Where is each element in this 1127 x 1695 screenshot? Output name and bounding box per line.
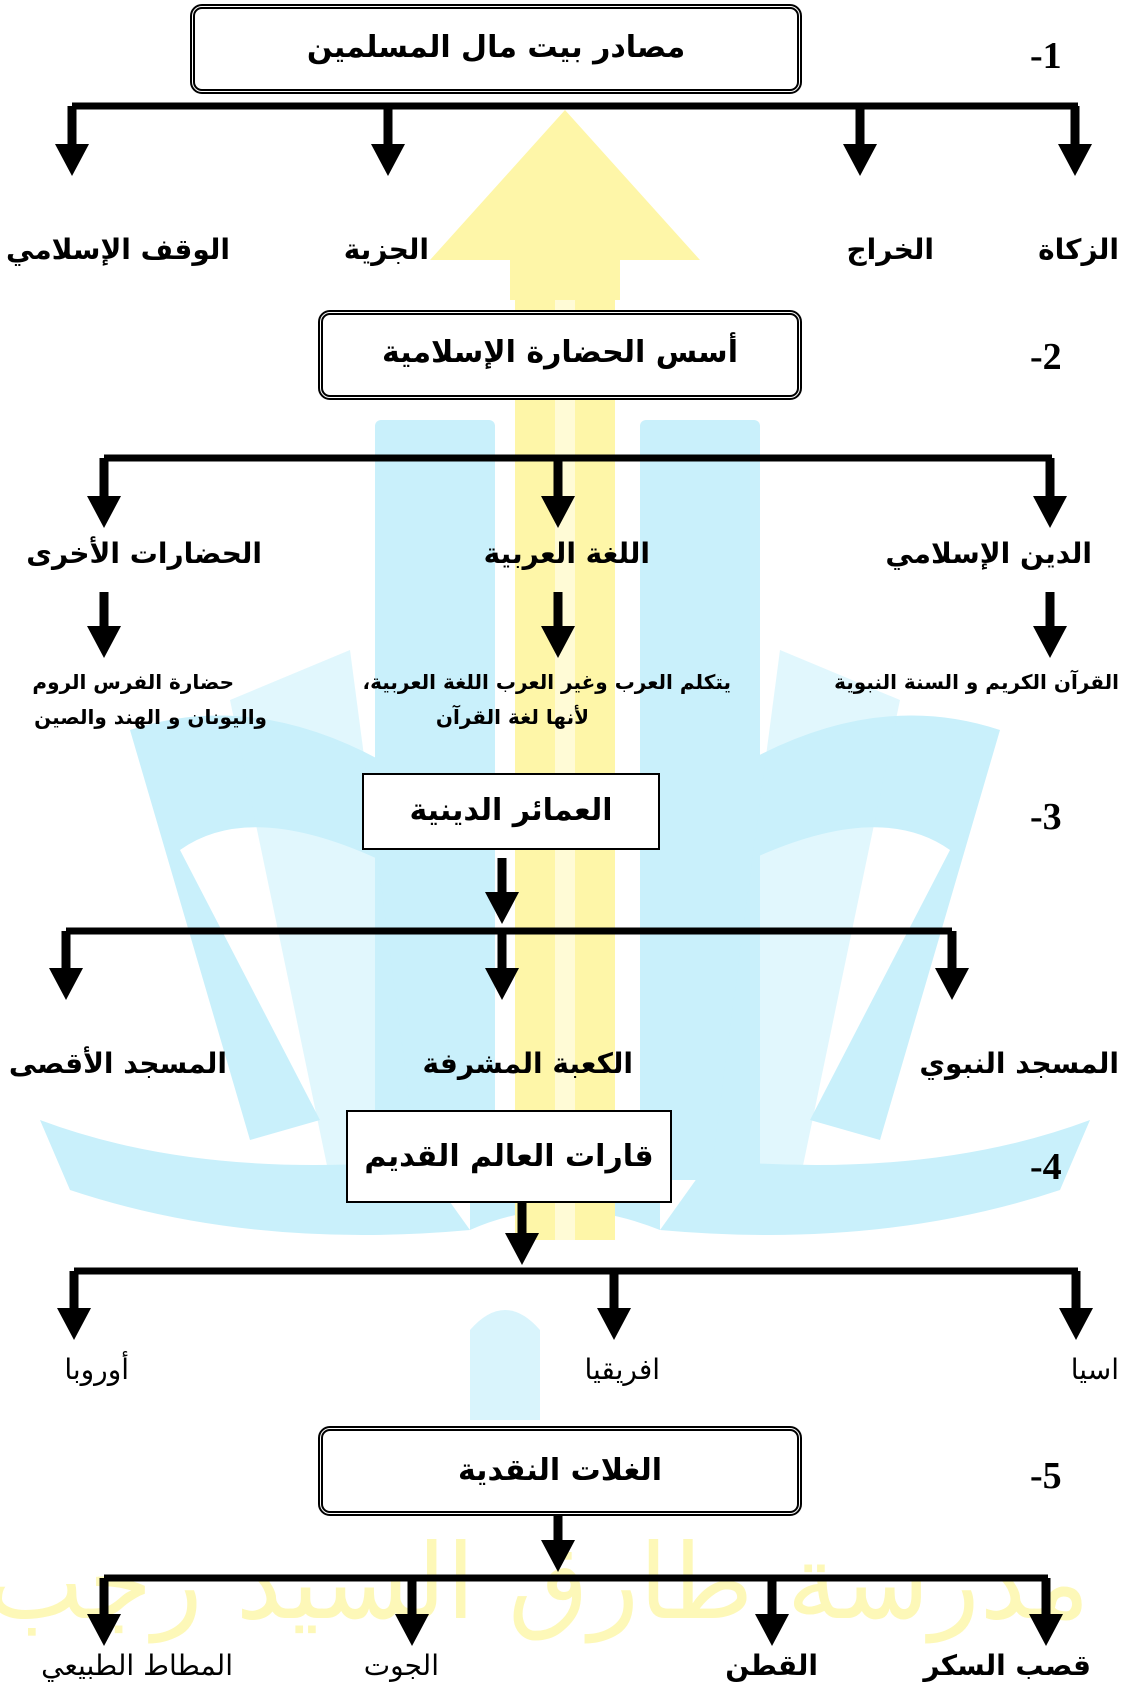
section-3-arrow-aqsa-head: [49, 968, 83, 1000]
section-2-number: -2: [1030, 336, 1062, 378]
section-2-arrow-arabic-detail-head: [541, 626, 575, 658]
section-4-arrow-title-head: [505, 1233, 539, 1265]
section-3-arrow-kaaba-head: [485, 968, 519, 1000]
section-1-item-waqf: الوقف الإسلامي: [6, 233, 230, 266]
section-5-title: الغلات النقدية: [457, 1453, 663, 1488]
section-5-arrow-jute-head: [395, 1614, 429, 1646]
section-4-item-asia: اسيا: [1070, 1353, 1119, 1386]
section-4-number: -4: [1030, 1146, 1062, 1188]
section-4-title-box: [346, 1110, 672, 1203]
section-1-arrow-jizya-head: [371, 144, 405, 176]
section-2-item-arabic: اللغة العربية: [483, 537, 650, 570]
section-5-arrow-sugarcane-head: [1029, 1614, 1063, 1646]
section-1-arrow-waqf-head: [55, 144, 89, 176]
section-5-title-box: [318, 1426, 802, 1516]
section-2-arrow-arabic-head: [541, 496, 575, 528]
section-4-arrow-asia-head: [1059, 1308, 1093, 1340]
section-4-title: قارات العالم القديم: [364, 1139, 654, 1174]
section-3-item-aqsa: المسجد الأقصى: [8, 1047, 227, 1080]
section-2-item-civilizations: الحضارات الأخرى: [26, 537, 262, 570]
section-1-title: مصادر بيت مال المسلمين: [306, 30, 686, 65]
section-5-arrow-cotton-head: [755, 1614, 789, 1646]
section-1-item-jizya: الجزية: [343, 233, 429, 266]
section-3-item-kaaba: الكعبة المشرفة: [422, 1047, 633, 1080]
section-2-detail-religion: القرآن الكريم و السنة النبوية: [834, 670, 1119, 694]
section-2-detail-civilizations-line2: واليونان و الهند والصين: [34, 705, 267, 729]
section-1-item-zakat: الزكاة: [1038, 233, 1119, 266]
section-2-detail-arabic-line2: لأنها لغة القرآن: [435, 705, 589, 729]
section-4-arrow-africa-head: [597, 1308, 631, 1340]
section-2-detail-civilizations-line1: حضارة الفرس الروم: [32, 670, 234, 694]
section-4-arrow-europe-head: [57, 1308, 91, 1340]
section-4-item-africa: افريقيا: [584, 1353, 660, 1386]
section-5-item-natural-rubber: المطاط الطبيعي: [41, 1649, 233, 1682]
section-2-arrow-religion-detail-head: [1033, 626, 1067, 658]
section-5-arrow-title-head: [541, 1540, 575, 1572]
section-2-detail-arabic-line1: يتكلم العرب وغير العرب اللغة العربية،: [362, 670, 732, 694]
section-2-item-religion: الدين الإسلامي: [885, 537, 1092, 570]
section-2-arrow-civilizations-detail-head: [87, 626, 121, 658]
section-1-title-box: [190, 4, 802, 94]
section-1-item-kharaj: الخراج: [846, 233, 935, 266]
section-5-arrow-rubber-head: [87, 1614, 121, 1646]
section-3-title: العمائر الدينية: [409, 793, 613, 828]
section-1-arrow-zakat-head: [1058, 144, 1092, 176]
section-2-title: أسس الحضارة الإسلامية: [382, 335, 738, 370]
section-3-title-box: [362, 773, 660, 850]
section-3-item-prophet-mosque: المسجد النبوي: [919, 1047, 1119, 1080]
section-5-item-cotton: القطن: [725, 1649, 818, 1682]
section-3-arrow-prophet-mosque-head: [935, 968, 969, 1000]
section-1-arrow-kharaj-head: [843, 144, 877, 176]
section-5-number: -5: [1030, 1455, 1062, 1497]
section-3-number: -3: [1030, 796, 1062, 838]
section-1-number: -1: [1030, 35, 1062, 77]
section-3-arrow-title-head: [485, 892, 519, 924]
section-2-arrow-civilizations-head: [87, 496, 121, 528]
section-5-item-jute: الجوت: [363, 1649, 439, 1682]
section-4-item-europe: أوروبا: [64, 1353, 129, 1386]
section-2-arrow-religion-head: [1033, 496, 1067, 528]
section-5-item-sugarcane: قصب السكر: [923, 1649, 1091, 1682]
section-2-title-box: [318, 310, 802, 400]
